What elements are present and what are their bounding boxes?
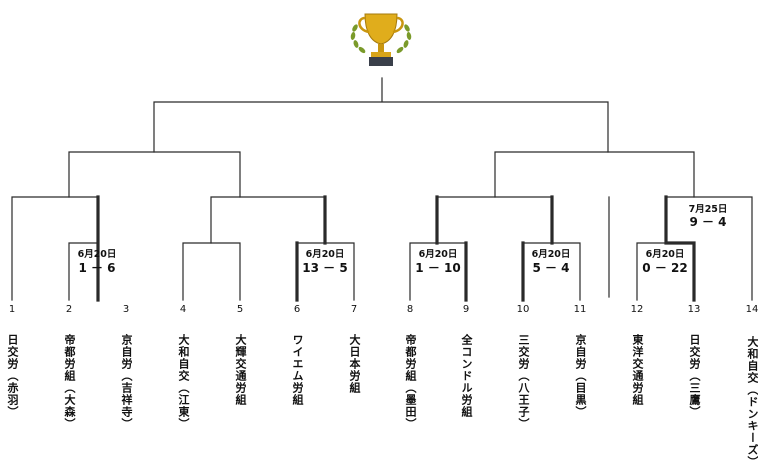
match-date: 6月20日 [531, 249, 571, 260]
seed-number: 3 [122, 304, 130, 315]
trophy-icon [350, 13, 412, 66]
team-name: 日交労（三鷹） [688, 334, 701, 418]
seed-number: 12 [630, 304, 644, 315]
team-name: 三交労（八王子） [517, 334, 530, 430]
match-date: 6月20日 [77, 249, 117, 260]
team-name: 全コンドル労組 [460, 334, 473, 418]
match-score: 1 － 6 [78, 261, 116, 275]
team-name: 帝都労組（大森） [63, 334, 76, 430]
seed-number: 2 [65, 304, 73, 315]
seed-number: 8 [406, 304, 414, 315]
match-score: 5 － 4 [532, 261, 570, 275]
match-date: 6月20日 [305, 249, 345, 260]
match-score: 13 － 5 [302, 261, 348, 275]
seed-number: 14 [745, 304, 758, 315]
match-date: 6月20日 [418, 249, 458, 260]
match-score: 1 － 10 [415, 261, 461, 275]
team-name: 帝都労組（墨田） [404, 334, 417, 430]
team-name: 東洋交通労組 [631, 334, 644, 406]
seed-number: 1 [8, 304, 16, 315]
seed-number: 7 [350, 304, 358, 315]
match-score: 0 － 22 [642, 261, 688, 275]
team-name: 大輝交通労組 [234, 334, 247, 406]
team-name: 大和自交（江東） [177, 334, 190, 430]
seed-number: 4 [179, 304, 187, 315]
match-date: 6月20日 [645, 249, 685, 260]
match-score: 9 － 4 [689, 215, 727, 229]
seed-number: 11 [573, 304, 587, 315]
team-name: ワイエム労組 [291, 334, 304, 406]
seed-number: 13 [687, 304, 701, 315]
team-name: 日交労（赤羽） [6, 334, 19, 418]
team-name: 大日本労組 [348, 334, 361, 394]
seed-number: 10 [516, 304, 530, 315]
team-name: 京自労（目黒） [574, 334, 587, 418]
seed-number: 6 [293, 304, 301, 315]
seed-number: 9 [462, 304, 470, 315]
team-name: 大和自交（ドンキーズ） [746, 335, 758, 468]
seed-number: 5 [236, 304, 244, 315]
match-date: 7月25日 [688, 204, 728, 215]
team-name: 京自労（吉祥寺） [120, 334, 133, 430]
